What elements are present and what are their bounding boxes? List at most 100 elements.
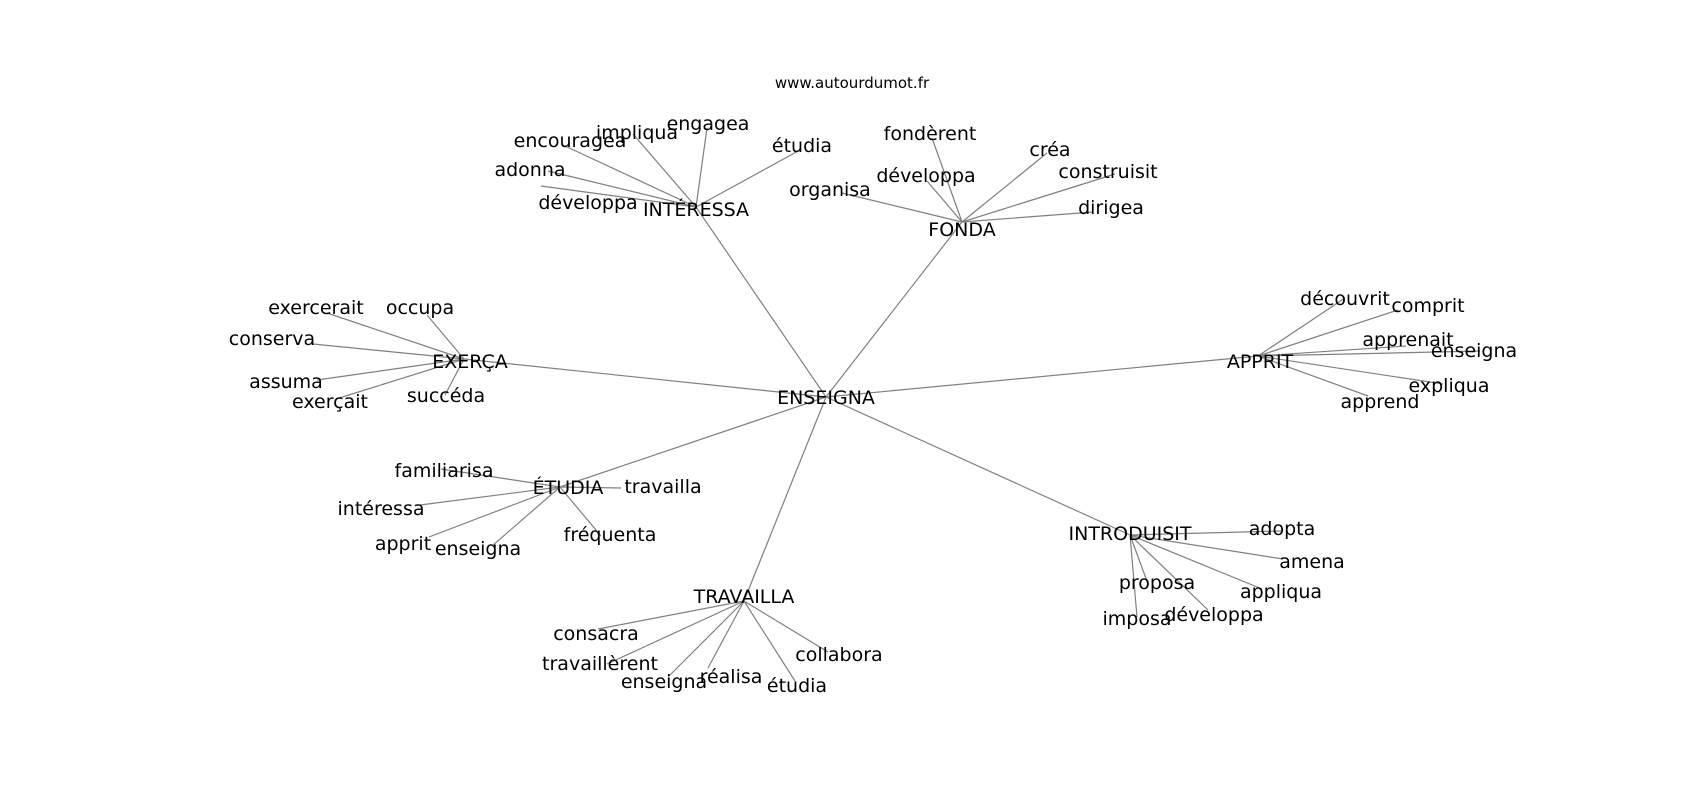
edge-exerca-leaf-5 [444, 358, 465, 396]
edge-apprit-leaf-0 [1257, 297, 1346, 357]
leaf-node[interactable]: développa [538, 192, 637, 214]
leaf-node[interactable]: enseigna [1431, 340, 1517, 362]
leaf-node[interactable]: intéressa [338, 498, 425, 520]
leaf-node[interactable]: succéda [407, 385, 485, 407]
edge-exerca-leaf-3 [316, 358, 465, 381]
edge-interessa-leaf-2 [564, 145, 697, 208]
edge-interessa-leaf-1 [547, 170, 697, 208]
leaf-node[interactable]: découvrit [1300, 288, 1390, 310]
edge-center-etudia [559, 396, 827, 488]
edge-center-travailla [743, 396, 827, 602]
leaf-node[interactable]: réalisa [700, 666, 763, 688]
leaf-node[interactable]: dirigea [1078, 197, 1144, 219]
edge-etudia-leaf-1 [419, 486, 561, 506]
leaf-node[interactable]: créa [1029, 139, 1070, 161]
hub-node-apprit[interactable]: APPRIT [1227, 351, 1294, 373]
edge-introduisit-leaf-1 [1129, 534, 1284, 560]
edge-apprit-leaf-5 [1257, 355, 1369, 397]
leaf-node[interactable]: familiarisa [395, 460, 494, 482]
leaf-node[interactable]: appliqua [1240, 581, 1322, 603]
edge-center-introduisit [825, 396, 1131, 536]
edge-introduisit-leaf-0 [1129, 530, 1282, 536]
hub-node-introduisit[interactable]: INTRODUISIT [1069, 523, 1192, 545]
leaf-node[interactable]: adonna [494, 159, 565, 181]
leaf-node[interactable]: étudia [767, 675, 827, 697]
edge-apprit-leaf-3 [1257, 350, 1481, 357]
leaf-node[interactable]: adopta [1249, 518, 1315, 540]
leaf-node[interactable]: enseigna [435, 538, 521, 560]
leaf-node[interactable]: encouragea [514, 130, 627, 152]
edge-apprit-leaf-4 [1257, 355, 1444, 385]
hub-node-travailla[interactable]: TRAVAILLA [693, 586, 795, 608]
edge-fonda-leaf-2 [931, 137, 963, 223]
edge-center-apprit [825, 355, 1259, 398]
edge-interessa-leaf-5 [695, 149, 801, 208]
edge-introduisit-leaf-2 [1129, 534, 1263, 590]
edge-travailla-leaf-5 [743, 600, 829, 653]
edges-layer [312, 127, 1481, 682]
edge-fonda-leaf-1 [926, 180, 963, 223]
leaf-node[interactable]: conserva [229, 328, 315, 350]
leaf-node[interactable]: amena [1279, 551, 1345, 573]
leaf-node[interactable]: comprit [1391, 295, 1464, 317]
edge-etudia-leaf-2 [428, 486, 561, 538]
leaf-node[interactable]: organisa [789, 179, 871, 201]
edge-fonda-leaf-4 [961, 173, 1116, 223]
edge-fonda-leaf-0 [841, 192, 963, 223]
leaf-node[interactable]: apprenait [1362, 329, 1453, 351]
leaf-node[interactable]: engagea [667, 113, 750, 135]
edge-center-interessa [695, 206, 827, 398]
leaf-node[interactable]: fondèrent [884, 123, 977, 145]
hub-node-exerca[interactable]: EXERÇA [432, 351, 508, 373]
edge-etudia-leaf-5 [559, 486, 622, 489]
leaf-node[interactable]: assuma [249, 371, 323, 393]
edge-introduisit-leaf-5 [1129, 534, 1149, 585]
edge-etudia-leaf-0 [440, 468, 561, 488]
hub-node-fonda[interactable]: FONDA [928, 219, 995, 241]
center-node[interactable]: ENSEIGNA [777, 387, 875, 409]
leaf-node[interactable]: développa [876, 165, 975, 187]
leaf-node[interactable]: apprit [375, 533, 431, 555]
edge-fonda-leaf-5 [961, 211, 1094, 223]
edge-interessa-leaf-0 [540, 185, 697, 208]
leaf-node[interactable]: fréquenta [564, 524, 657, 546]
leaf-node[interactable]: étudia [772, 135, 832, 157]
edge-travailla-leaf-0 [597, 600, 745, 630]
edge-exerca-leaf-2 [312, 343, 465, 360]
leaf-node[interactable]: occupa [386, 297, 454, 319]
labels-layer: www.autourdumot.fr ENSEIGNA INTÉRESSA dév… [229, 74, 1517, 697]
leaf-node[interactable]: collabora [795, 644, 882, 666]
edge-introduisit-leaf-3 [1129, 534, 1209, 611]
edge-exerca-leaf-4 [335, 358, 465, 400]
hub-node-interessa[interactable]: INTÉRESSA [643, 198, 749, 221]
leaf-node[interactable]: imposa [1102, 608, 1171, 630]
edge-apprit-leaf-2 [1257, 345, 1407, 357]
edge-travailla-leaf-1 [606, 600, 745, 665]
edge-interessa-leaf-4 [695, 127, 708, 208]
leaf-node[interactable]: expliqua [1409, 375, 1490, 397]
edge-etudia-leaf-3 [491, 486, 561, 547]
leaf-node[interactable]: développa [1164, 604, 1263, 626]
edge-exerca-leaf-1 [426, 314, 465, 360]
leaf-node[interactable]: exercerait [268, 297, 363, 319]
leaf-node[interactable]: consacra [553, 623, 639, 645]
leaf-node[interactable]: impliqua [596, 122, 678, 144]
hub-node-etudia[interactable]: ÉTUDIA [533, 476, 604, 499]
edge-center-exerca [463, 358, 827, 398]
edge-travailla-leaf-2 [667, 600, 745, 678]
leaf-node[interactable]: apprend [1341, 391, 1420, 413]
leaf-node[interactable]: enseigna [621, 671, 707, 693]
edge-introduisit-leaf-4 [1129, 534, 1138, 618]
leaf-node[interactable]: exerçait [292, 391, 368, 413]
source-label: www.autourdumot.fr [775, 74, 930, 92]
edge-travailla-leaf-3 [707, 600, 745, 669]
edge-exerca-leaf-0 [326, 312, 465, 360]
edge-apprit-leaf-1 [1257, 309, 1399, 357]
leaf-node[interactable]: proposa [1119, 572, 1195, 594]
leaf-node[interactable]: travaillèrent [542, 653, 658, 675]
leaf-node[interactable]: travailla [624, 476, 701, 498]
leaf-node[interactable]: construisit [1058, 161, 1157, 183]
edge-travailla-leaf-4 [743, 600, 796, 682]
edge-fonda-leaf-3 [961, 152, 1048, 223]
